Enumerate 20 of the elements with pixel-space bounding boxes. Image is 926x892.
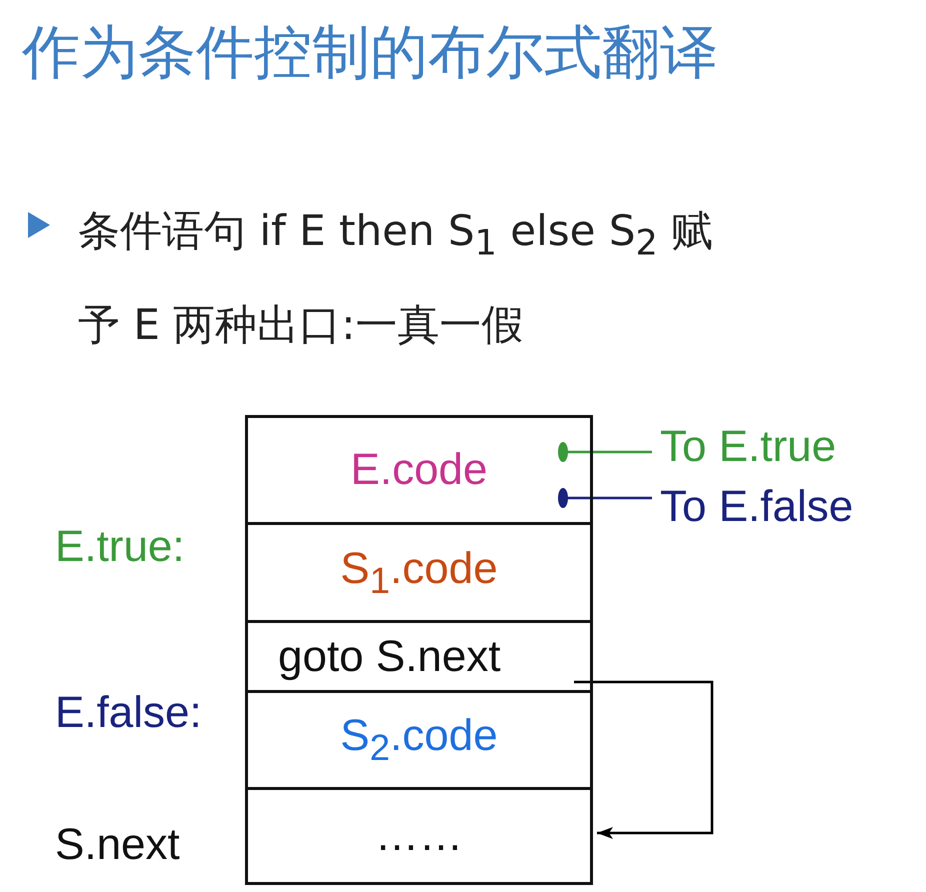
- code-block: [245, 620, 593, 693]
- code-text: S$_{1}$.code: [340, 544, 498, 602]
- bullet-text: 条件语句 if E then S$_{1}$ else S$_{2}$ 赋予 E 两种出口:一真一假: [78, 205, 714, 352]
- connector-line: [558, 442, 652, 462]
- code-block: [245, 522, 593, 623]
- connector-line: [574, 680, 714, 839]
- connector-line: [558, 488, 652, 508]
- code-block: [245, 690, 593, 790]
- slide-title: 作为条件控制的布尔式翻译: [22, 17, 718, 88]
- address-label: E.false:: [55, 688, 202, 738]
- code-block: [245, 787, 593, 885]
- code-block: [245, 415, 593, 525]
- target-label: To E.false: [660, 482, 854, 532]
- code-text: ……: [375, 811, 463, 861]
- target-label: To E.true: [660, 422, 836, 472]
- code-text: goto S.next: [278, 632, 501, 682]
- address-label: S.next: [55, 820, 180, 870]
- code-text: S$_{2}$.code: [340, 711, 498, 769]
- code-text: E.code: [350, 445, 488, 495]
- address-label: E.true:: [55, 522, 185, 572]
